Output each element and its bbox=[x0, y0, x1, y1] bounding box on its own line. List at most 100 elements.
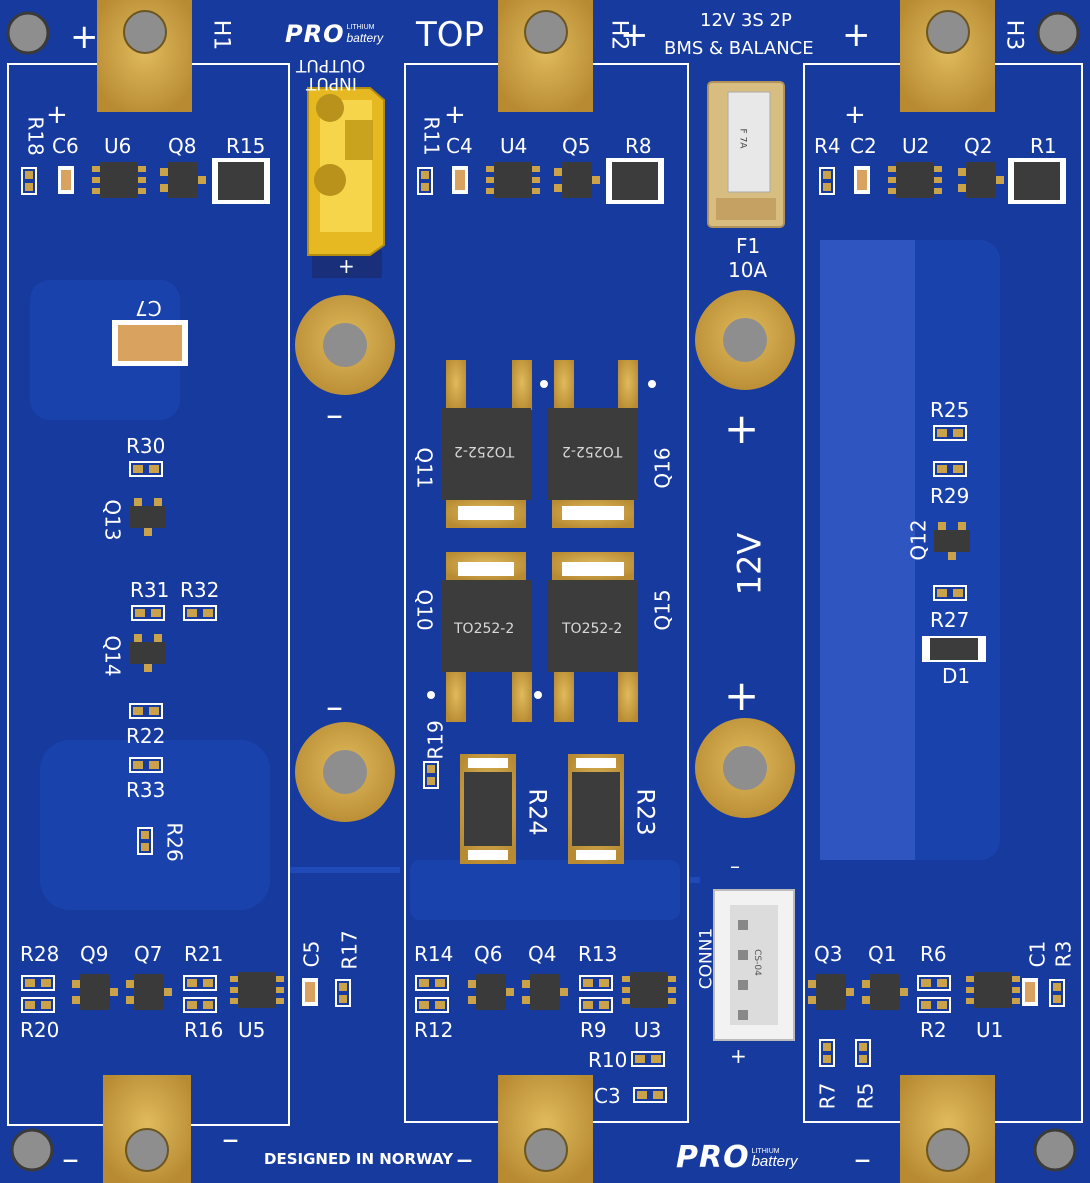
logo-sub2: battery bbox=[346, 31, 384, 45]
ring-terminals bbox=[295, 290, 795, 822]
mounting-holes bbox=[6, 11, 1080, 1172]
smd-Q2 bbox=[966, 162, 996, 198]
cap-plus-c6: + bbox=[46, 100, 68, 130]
header-h3-label: H3 bbox=[1001, 19, 1027, 51]
ref-C5: C5 bbox=[299, 940, 324, 968]
smd-Q7 bbox=[134, 974, 164, 1010]
ref-C2: C2 bbox=[850, 134, 877, 158]
header-h1-label: H1 bbox=[208, 19, 234, 51]
ref-C7: C7 bbox=[135, 296, 162, 320]
ref-Q2: Q2 bbox=[964, 134, 993, 158]
ref-R8: R8 bbox=[625, 134, 652, 158]
minus-bottom-2: – bbox=[222, 1119, 239, 1159]
plus-sign-h2: + bbox=[620, 15, 649, 55]
output-label: OUTPUT bbox=[296, 55, 366, 75]
ref-C1: C1 bbox=[1025, 940, 1050, 968]
power-resistors bbox=[212, 158, 1066, 204]
ref-R18: R18 bbox=[23, 116, 48, 156]
shunt-resistors bbox=[460, 754, 624, 864]
smd-Q4 bbox=[530, 974, 560, 1010]
ref-R19: R19 bbox=[423, 720, 448, 760]
logo-pro-text-bottom: PRO bbox=[676, 1140, 750, 1175]
ref-U4: U4 bbox=[500, 134, 528, 158]
ref-R10: R10 bbox=[588, 1048, 628, 1072]
minus-terminal-2: – bbox=[326, 687, 343, 727]
ref-R28: R28 bbox=[20, 942, 60, 966]
smd-U3 bbox=[630, 972, 668, 1008]
ref-R27: R27 bbox=[930, 608, 970, 632]
ref-R5: R5 bbox=[853, 1082, 878, 1110]
ref-R12: R12 bbox=[414, 1018, 454, 1042]
ref-R33: R33 bbox=[126, 778, 166, 802]
designed-label: DESIGNED IN NORWAY bbox=[264, 1150, 453, 1168]
ref-R31: R31 bbox=[130, 578, 170, 602]
ref-R4: R4 bbox=[814, 134, 841, 158]
logo-pro-text: PRO bbox=[285, 20, 345, 48]
ref-Q11: Q11 bbox=[412, 447, 437, 489]
logo-sub1-bottom: LITHIUM bbox=[751, 1147, 780, 1155]
ref-Q9: Q9 bbox=[80, 942, 109, 966]
smd-Q14 bbox=[130, 642, 166, 664]
smd-Q8 bbox=[168, 162, 198, 198]
to252-mosfets bbox=[427, 360, 656, 722]
pkg-q15: TO252-2 bbox=[562, 621, 623, 637]
ref-R24: R24 bbox=[523, 788, 552, 836]
pkg-q11: TO252-2 bbox=[454, 443, 515, 459]
ref-C6: C6 bbox=[52, 134, 79, 158]
capacitor-c7 bbox=[112, 320, 188, 366]
ref-Q13: Q13 bbox=[100, 499, 125, 541]
diode-d1 bbox=[922, 636, 986, 662]
ref-R11: R11 bbox=[419, 116, 444, 156]
ref-Q14: Q14 bbox=[100, 635, 125, 677]
ref-U1: U1 bbox=[976, 1018, 1004, 1042]
ref-Q3: Q3 bbox=[814, 942, 843, 966]
input-label: INPUT bbox=[306, 73, 357, 93]
ref-U2: U2 bbox=[902, 134, 930, 158]
logo-sub1: LITHIUM bbox=[346, 24, 375, 31]
smd-Q6 bbox=[476, 974, 506, 1010]
header-pads bbox=[97, 0, 995, 1183]
ref-R9: R9 bbox=[580, 1018, 607, 1042]
ref-R32: R32 bbox=[180, 578, 220, 602]
ref-R30: R30 bbox=[126, 434, 166, 458]
smd-Q3 bbox=[816, 974, 846, 1010]
minus-bottom-4: – bbox=[854, 1139, 871, 1179]
ref-Q4: Q4 bbox=[528, 942, 557, 966]
plus-terminal-1: + bbox=[724, 404, 760, 453]
ref-Q16: Q16 bbox=[650, 447, 675, 489]
fill-zones bbox=[820, 240, 915, 860]
smd-Q5 bbox=[562, 162, 592, 198]
spec-line-1: 12V 3S 2P bbox=[700, 10, 792, 31]
ref-R16: R16 bbox=[184, 1018, 224, 1042]
ref-R22: R22 bbox=[126, 724, 166, 748]
ref-Q8: Q8 bbox=[168, 134, 197, 158]
ref-R23: R23 bbox=[631, 788, 660, 836]
ref-R13: R13 bbox=[578, 942, 618, 966]
top-label: TOP bbox=[416, 15, 485, 55]
voltage-label: 12V bbox=[730, 532, 769, 596]
plus-terminal-2: + bbox=[724, 671, 760, 720]
ref-Q6: Q6 bbox=[474, 942, 503, 966]
ref-Q10: Q10 bbox=[412, 589, 437, 631]
minus-bottom-1: – bbox=[62, 1139, 79, 1179]
smd-Q12 bbox=[934, 530, 970, 552]
logo-sub2-bottom: battery bbox=[751, 1152, 798, 1170]
ref-Q5: Q5 bbox=[562, 134, 591, 158]
ref-R15: R15 bbox=[226, 134, 266, 158]
smd-U2 bbox=[896, 162, 934, 198]
pkg-q10: TO252-2 bbox=[454, 621, 515, 637]
ref-Q7: Q7 bbox=[134, 942, 163, 966]
ref-Q15: Q15 bbox=[650, 589, 675, 631]
ref-R25: R25 bbox=[930, 398, 970, 422]
smd-Q9 bbox=[80, 974, 110, 1010]
cap-plus-c2: + bbox=[844, 100, 866, 130]
smd-Q13 bbox=[130, 506, 166, 528]
ref-R21: R21 bbox=[184, 942, 224, 966]
ref-C3: C3 bbox=[594, 1084, 621, 1108]
conn1-minus: – bbox=[730, 854, 740, 878]
plus-sign-h3: + bbox=[842, 15, 871, 55]
